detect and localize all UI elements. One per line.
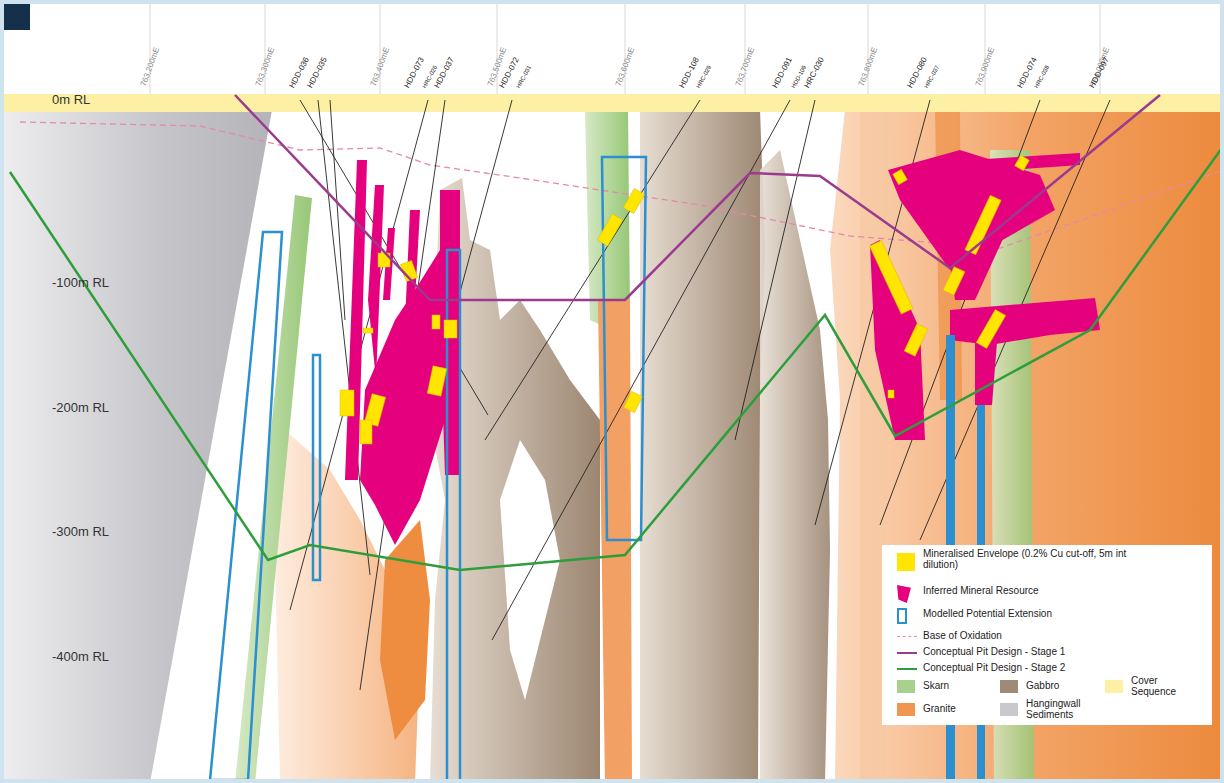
- legend-text: Gabbro: [1026, 680, 1096, 692]
- legend-text: Skarn: [923, 680, 993, 692]
- legend-line-sample: [897, 652, 917, 654]
- legend-swatch: [1000, 703, 1018, 716]
- legend-text: Cover Sequence: [1131, 675, 1201, 698]
- legend-text: Inferred Mineral Resource: [923, 585, 1163, 597]
- legend-text: Conceptual Pit Design - Stage 1: [923, 646, 1163, 658]
- elevation-label: -300m RL: [52, 525, 109, 539]
- elevation-label: 0m RL: [52, 93, 90, 107]
- legend-line-sample: [897, 668, 917, 670]
- elevation-label: -100m RL: [52, 276, 109, 290]
- elevation-label: -400m RL: [52, 650, 109, 664]
- legend-text: Conceptual Pit Design - Stage 2: [923, 662, 1163, 674]
- legend-swatch: [1000, 680, 1018, 693]
- legend-swatch: [1105, 680, 1123, 693]
- legend-text: Hangingwall Sediments: [1026, 698, 1116, 721]
- legend-text: Mineralised Envelope (0.2% Cu cut-off, 5…: [923, 548, 1163, 571]
- legend-text: Base of Oxidation: [923, 630, 1163, 642]
- legend-swatch: [897, 703, 915, 716]
- elevation-label: -200m RL: [52, 401, 109, 415]
- legend-text: Modelled Potential Extension: [923, 608, 1163, 620]
- legend-swatch: [897, 553, 915, 571]
- legend-text: Granite: [923, 703, 993, 715]
- legend-outline-sample: [897, 608, 907, 624]
- legend-line-sample: [897, 636, 917, 637]
- legend-swatch: [897, 680, 915, 693]
